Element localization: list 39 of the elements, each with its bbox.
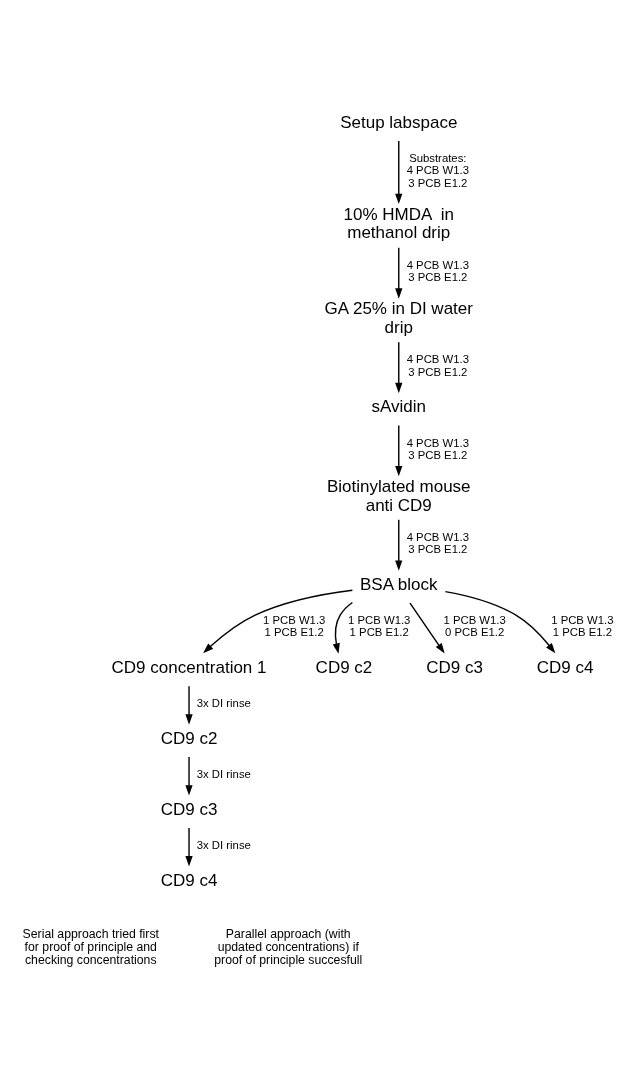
node-text: CD9 c3: [426, 657, 483, 677]
node-text: GA 25% in DI water drip: [324, 298, 473, 337]
node-text: Biotinylated mouse anti CD9: [326, 476, 471, 515]
edge-label: 4 PCB W1.3 3 PCB E1.2: [406, 530, 469, 555]
arrow: [185, 685, 193, 725]
arrow: [185, 755, 193, 796]
edge-label: Substrates: 4 PCB W1.3 3 PCB E1.2: [406, 151, 469, 189]
node-text: 10% HMDA in methanol drip: [343, 204, 455, 242]
arrow: [444, 590, 556, 653]
arrow: [395, 424, 403, 476]
arrow: [185, 826, 193, 866]
node-text: CD9 c4: [536, 657, 594, 677]
edge-label: 3x DI rinse: [196, 838, 251, 851]
edge-label: 4 PCB W1.3 3 PCB E1.2: [406, 258, 469, 283]
arrow: [203, 589, 354, 653]
arrow: [395, 341, 403, 393]
arrow: [395, 246, 403, 299]
node-text: CD9 c4: [160, 870, 218, 890]
node-text: CD9 c2: [160, 728, 218, 748]
arrow: [409, 601, 445, 654]
node-text: CD9 concentration 1: [111, 657, 267, 677]
label: Parallel approach (with updated concentrations) if proof of principle succesfull: [214, 926, 363, 967]
node-text: sAvidin: [371, 396, 427, 416]
edge-label: 1 PCB W1.3 1 PCB E1.2: [263, 613, 326, 638]
arrow: [395, 518, 403, 571]
edge-label: 4 PCB W1.3 3 PCB E1.2: [406, 352, 469, 378]
edge-label: 4 PCB W1.3 3 PCB E1.2: [406, 436, 469, 461]
edge-label: 3x DI rinse: [196, 696, 251, 709]
edge-label: 3x DI rinse: [196, 767, 251, 780]
arrow: [395, 139, 403, 204]
node-text: CD9 c2: [315, 657, 373, 677]
edge-label: 1 PCB W1.3 1 PCB E1.2: [551, 613, 614, 638]
node-text: BSA block: [360, 574, 438, 594]
edge-label: 1 PCB W1.3 1 PCB E1.2: [348, 613, 411, 638]
node-text: Setup labspace: [340, 112, 458, 132]
edge-label: 1 PCB W1.3 0 PCB E1.2: [443, 613, 506, 638]
arrow: [332, 601, 354, 654]
node-text: CD9 c3: [160, 799, 218, 819]
label: Serial approach tried first for proof of principle and checking concentrations: [22, 926, 159, 967]
